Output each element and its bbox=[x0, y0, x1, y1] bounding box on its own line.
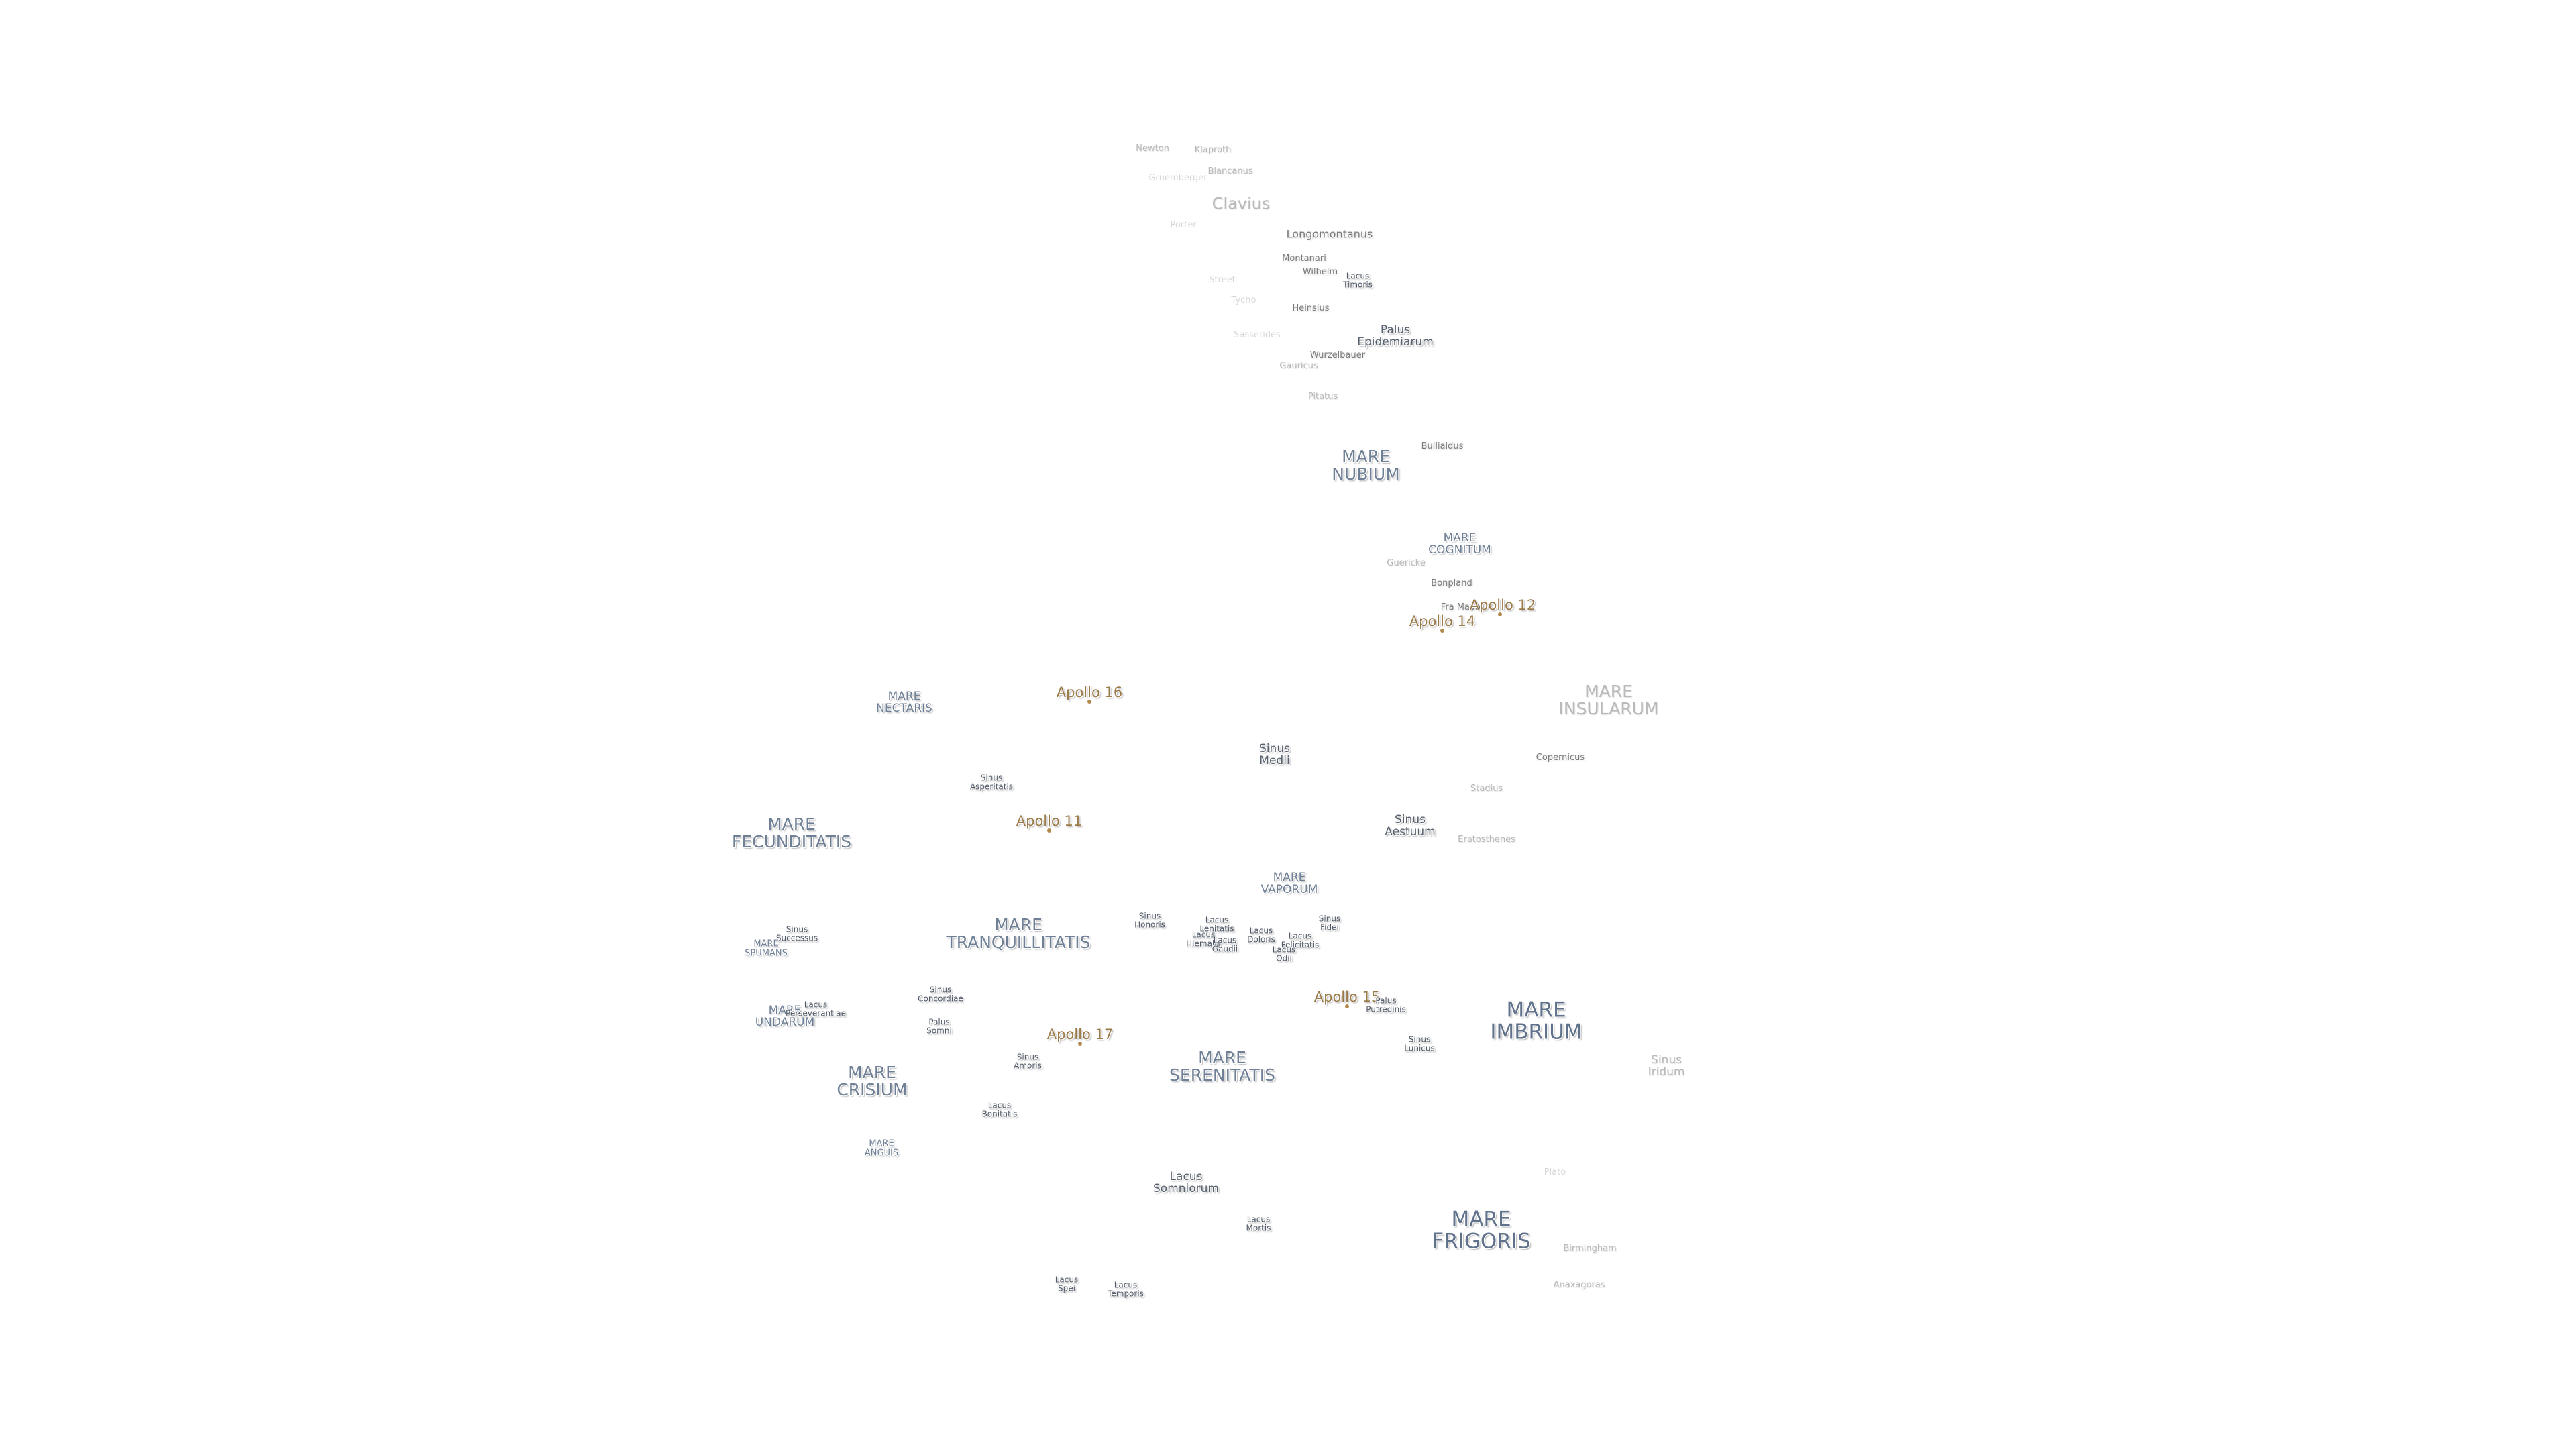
label-lacus-lenitatis[interactable]: Lacus Lenitatis bbox=[1199, 915, 1234, 933]
label-tycho[interactable]: Tycho bbox=[1231, 295, 1256, 306]
label-wurzelbauer[interactable]: Wurzelbauer bbox=[1309, 350, 1366, 361]
label-mare-vaporum[interactable]: MARE VAPORUM bbox=[1260, 871, 1318, 896]
label-pitatus[interactable]: Pitatus bbox=[1307, 392, 1338, 402]
label-lacus-bonitatis[interactable]: Lacus Bonitatis bbox=[981, 1100, 1018, 1118]
label-sinus-aestuum[interactable]: Sinus Aestuum bbox=[1385, 813, 1436, 839]
label-sinus-lunicus[interactable]: Sinus Lunicus bbox=[1404, 1034, 1435, 1053]
apollo-11-marker[interactable] bbox=[1047, 828, 1051, 833]
label-mare-imbrium[interactable]: MARE IMBRIUM bbox=[1490, 998, 1582, 1044]
label-heinsius[interactable]: Heinsius bbox=[1292, 303, 1330, 314]
label-palus-somni[interactable]: Palus Somni bbox=[926, 1017, 952, 1035]
label-mare-tranquillitatis[interactable]: MARE TRANQUILLITATIS bbox=[946, 914, 1091, 952]
label-apollo-16[interactable]: Apollo 16 bbox=[1056, 684, 1123, 700]
label-lacus-doloris[interactable]: Lacus Doloris bbox=[1247, 926, 1275, 944]
label-palus-putredinis[interactable]: Palus Putredinis bbox=[1366, 996, 1406, 1014]
label-bullialdus[interactable]: Bullialdus bbox=[1421, 441, 1464, 452]
label-mare-nubium[interactable]: MARE NUBIUM bbox=[1332, 446, 1400, 484]
label-lacus-felicitatis[interactable]: Lacus Felicitatis bbox=[1281, 931, 1320, 949]
label-lacus-temporis[interactable]: Lacus Temporis bbox=[1108, 1280, 1144, 1298]
label-street[interactable]: Street bbox=[1209, 275, 1236, 286]
label-lacus-perseverantiae[interactable]: Lacus Perseverantiae bbox=[786, 1000, 846, 1018]
label-sinus-concordiae[interactable]: Sinus Concordiae bbox=[918, 985, 963, 1003]
label-stadius[interactable]: Stadius bbox=[1470, 784, 1503, 794]
label-apollo-17[interactable]: Apollo 17 bbox=[1046, 1026, 1114, 1042]
label-lacus-somniorum[interactable]: Lacus Somniorum bbox=[1153, 1170, 1219, 1195]
label-bonpland[interactable]: Bonpland bbox=[1431, 578, 1472, 589]
label-montanari[interactable]: Montanari bbox=[1282, 254, 1326, 264]
label-sinus-iridum[interactable]: Sinus Iridum bbox=[1648, 1053, 1685, 1079]
label-sinus-successus[interactable]: Sinus Successus bbox=[775, 924, 818, 943]
label-palus-epidemiarum[interactable]: Palus Epidemiarum bbox=[1357, 323, 1434, 349]
label-sinus-medii[interactable]: Sinus Medii bbox=[1259, 742, 1290, 767]
label-lacus-spei[interactable]: Lacus Spei bbox=[1055, 1275, 1079, 1293]
label-copernicus[interactable]: Copernicus bbox=[1536, 753, 1585, 763]
label-apollo-15[interactable]: Apollo 15 bbox=[1313, 988, 1381, 1005]
label-gruemberger[interactable]: Gruemberger bbox=[1148, 173, 1208, 184]
label-mare-insularum[interactable]: MARE INSULARUM bbox=[1558, 681, 1659, 718]
label-porter[interactable]: Porter bbox=[1170, 220, 1197, 231]
label-lacus-timoris[interactable]: Lacus Timoris bbox=[1343, 271, 1373, 289]
label-sasserides[interactable]: Sasserides bbox=[1234, 330, 1281, 341]
label-sinus-honoris[interactable]: Sinus Honoris bbox=[1134, 911, 1165, 929]
label-fra-mauro[interactable]: Fra Mauro bbox=[1440, 602, 1485, 613]
apollo-15-marker[interactable] bbox=[1345, 1004, 1349, 1008]
apollo-17-marker[interactable] bbox=[1078, 1042, 1082, 1046]
label-newton[interactable]: Newton bbox=[1136, 144, 1169, 154]
label-lacus-odii[interactable]: Lacus Odii bbox=[1272, 945, 1296, 963]
label-lacus-gaudii[interactable]: Lacus Gaudii bbox=[1212, 935, 1238, 953]
label-mare-nectaris[interactable]: MARE NECTARIS bbox=[876, 690, 932, 715]
label-mare-anguis[interactable]: MARE ANGUIS bbox=[864, 1138, 899, 1158]
label-mare-frigoris[interactable]: MARE FRIGORIS bbox=[1432, 1207, 1531, 1253]
label-plato[interactable]: Plato bbox=[1544, 1167, 1566, 1178]
label-guericke[interactable]: Guericke bbox=[1387, 558, 1426, 569]
label-apollo-14[interactable]: Apollo 14 bbox=[1409, 612, 1476, 629]
label-apollo-12[interactable]: Apollo 12 bbox=[1469, 596, 1536, 613]
label-mare-spumans[interactable]: MARE SPUMANS bbox=[745, 938, 788, 958]
label-sinus-amoris[interactable]: Sinus Amoris bbox=[1014, 1052, 1042, 1070]
label-gauricus[interactable]: Gauricus bbox=[1279, 361, 1318, 372]
label-apollo-11[interactable]: Apollo 11 bbox=[1016, 812, 1083, 829]
apollo-14-marker[interactable] bbox=[1440, 629, 1444, 633]
label-sinus-fidei[interactable]: Sinus Fidei bbox=[1318, 914, 1341, 932]
label-mare-fecunditatis[interactable]: MARE FECUNDITATIS bbox=[731, 814, 852, 851]
label-birmingham[interactable]: Birmingham bbox=[1563, 1244, 1617, 1254]
label-longomontanus[interactable]: Longomontanus bbox=[1286, 227, 1373, 241]
label-mare-serenitatis[interactable]: MARE SERENITATIS bbox=[1169, 1047, 1275, 1085]
label-lacus-mortis[interactable]: Lacus Mortis bbox=[1246, 1214, 1271, 1232]
label-wilhelm[interactable]: Wilhelm bbox=[1302, 267, 1338, 278]
label-eratosthenes[interactable]: Eratosthenes bbox=[1458, 835, 1515, 845]
label-mare-cognitum[interactable]: MARE COGNITUM bbox=[1428, 531, 1491, 557]
label-blancanus[interactable]: Blancanus bbox=[1208, 166, 1253, 177]
label-lacus-hiemalis[interactable]: Lacus Hiemalis bbox=[1186, 930, 1221, 948]
apollo-16-marker[interactable] bbox=[1087, 700, 1091, 704]
label-clavius[interactable]: Clavius bbox=[1212, 194, 1271, 213]
label-sinus-asperitatis[interactable]: Sinus Asperitatis bbox=[969, 773, 1014, 791]
label-klaproth[interactable]: Klaproth bbox=[1194, 145, 1232, 156]
label-anaxagoras[interactable]: Anaxagoras bbox=[1553, 1280, 1605, 1291]
label-mare-crisium[interactable]: MARE CRISIUM bbox=[837, 1062, 908, 1099]
label-mare-undarum[interactable]: MARE UNDARUM bbox=[755, 1004, 815, 1029]
apollo-12-marker[interactable] bbox=[1498, 612, 1502, 616]
